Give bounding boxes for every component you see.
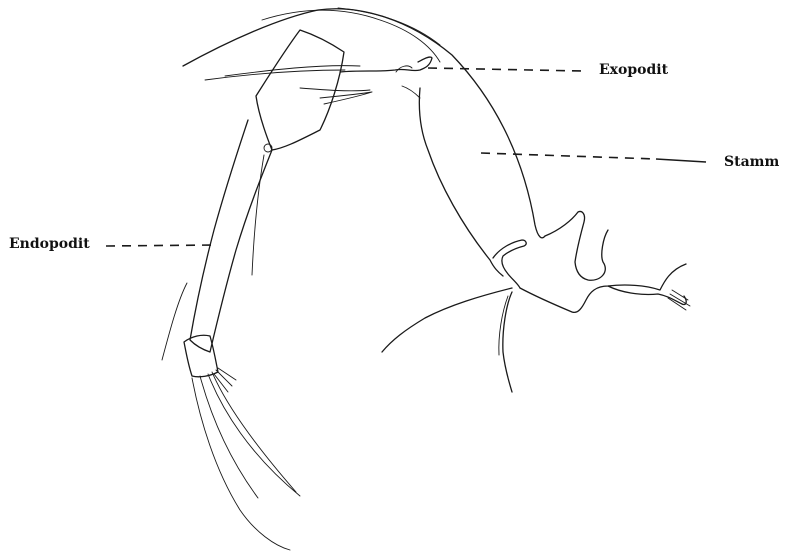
stamm-leader-end bbox=[656, 159, 706, 162]
endopodit-leader bbox=[106, 245, 216, 246]
stamm-label: Stamm bbox=[724, 154, 779, 170]
exopodit-leader bbox=[428, 68, 582, 71]
exopodit-label: Exopodit bbox=[599, 62, 668, 78]
endopodit-label: Endopodit bbox=[9, 236, 90, 252]
stamm-leader bbox=[481, 153, 656, 159]
